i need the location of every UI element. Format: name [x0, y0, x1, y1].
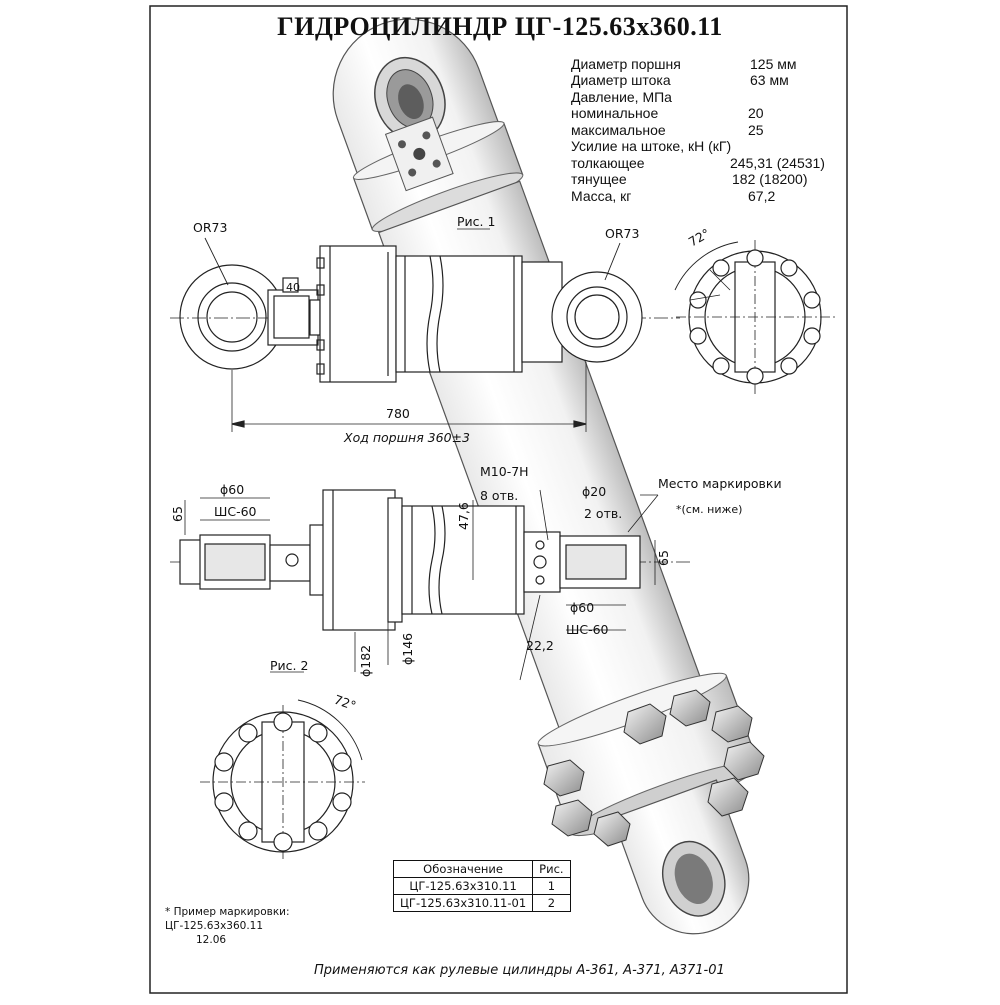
- fig1-barrel: [395, 255, 523, 373]
- fig2-flange: [200, 699, 365, 860]
- right-eye-outer: [551, 271, 643, 363]
- designation-table: Обозначение Рис. ЦГ-125.63х310.11 1 ЦГ-1…: [392, 860, 571, 912]
- flange-top-right: [674, 240, 835, 395]
- hole-qty-label: 2 отв.: [584, 506, 623, 521]
- spec-pull-label: тянущее: [571, 171, 627, 187]
- section-drawing: [170, 489, 690, 681]
- marking-see-label: *(см. ниже): [676, 503, 743, 516]
- marking-example-title: * Пример маркировки:: [165, 906, 290, 918]
- spec-pull-value: 182 (18200): [732, 171, 808, 187]
- radius-left-label: OR73: [193, 220, 228, 235]
- stroke-label: Ход поршня 360±3: [344, 430, 470, 445]
- dim47-label: 47,6: [456, 502, 471, 530]
- thread-qty-label: 8 отв.: [480, 488, 519, 503]
- section-barrel: [401, 505, 525, 615]
- spec-force-label: Усилие на штоке, кН (кГ): [571, 138, 732, 154]
- table-cell-designation: ЦГ-125.63х310.11: [392, 877, 534, 895]
- spec-max-value: 25: [748, 122, 764, 138]
- spec-rod-label: Диаметр штока: [571, 72, 671, 88]
- spec-piston-label: Диаметр поршня: [571, 56, 681, 72]
- table-header-fig: Рис.: [532, 860, 571, 878]
- flange-bolts: [689, 249, 821, 385]
- dim-40-label: 40: [286, 281, 300, 294]
- dia60-left-label: ϕ60: [220, 482, 245, 497]
- port-block: [384, 116, 454, 192]
- dim22-label: 22,2: [526, 638, 554, 653]
- length-label: 780: [386, 406, 410, 421]
- fig1-head: [319, 245, 397, 383]
- table-cell-fig: 1: [532, 877, 571, 895]
- dim65-left-label: 65: [170, 506, 185, 522]
- sh60-right-label: ШС-60: [566, 622, 609, 637]
- thread-label: М10-7Н: [480, 464, 529, 479]
- spec-piston-value: 125 мм: [750, 56, 797, 72]
- marking-example-designation: ЦГ-125.63х360.11: [165, 920, 264, 932]
- page-title: ГИДРОЦИЛИНДР ЦГ-125.63х360.11: [277, 12, 723, 41]
- fig2-label: Рис. 2: [270, 658, 309, 673]
- dia60-right-label: ϕ60: [570, 600, 595, 615]
- marking-example-date: 12.06: [196, 934, 227, 946]
- table-row: ЦГ-125.63х310.11-01 2: [392, 894, 571, 912]
- fig1-label: Рис. 1: [457, 214, 496, 229]
- sh60-left-label: ШС-60: [214, 504, 257, 519]
- spec-rod-value: 63 мм: [750, 72, 789, 88]
- spec-push-value: 245,31 (24531): [730, 155, 825, 171]
- spec-push-label: толкающее: [571, 155, 645, 171]
- dia146-label: ϕ146: [400, 632, 415, 665]
- spec-nominal-label: номинальное: [571, 105, 659, 121]
- fig2-bolts: [214, 712, 352, 852]
- spec-mass-label: Масса, кг: [571, 188, 632, 204]
- table-header-designation: Обозначение: [392, 860, 534, 878]
- fig1-drawing: [170, 237, 680, 432]
- radius-right-label: OR73: [605, 226, 640, 241]
- spec-mass-value: 67,2: [748, 188, 776, 204]
- spec-nominal-value: 20: [748, 105, 764, 121]
- dim65-right-label: 65: [656, 550, 671, 566]
- section-head: [322, 489, 396, 631]
- hole-dia-label: ϕ20: [582, 484, 607, 499]
- table-header-row: Обозначение Рис.: [392, 860, 571, 878]
- spec-pressure-label: Давление, МПа: [571, 89, 672, 105]
- head-bolts: [543, 689, 765, 847]
- table-row: ЦГ-125.63х310.11 1: [392, 877, 571, 895]
- marking-place-label: Место маркировки: [658, 476, 782, 491]
- dia182-label: ϕ182: [358, 644, 373, 677]
- table-cell-fig: 2: [532, 894, 571, 912]
- spec-max-label: максимальное: [571, 122, 666, 138]
- table-cell-designation: ЦГ-125.63х310.11-01: [392, 894, 534, 912]
- footer-note: Применяются как рулевые цилиндры А-361, …: [314, 963, 725, 978]
